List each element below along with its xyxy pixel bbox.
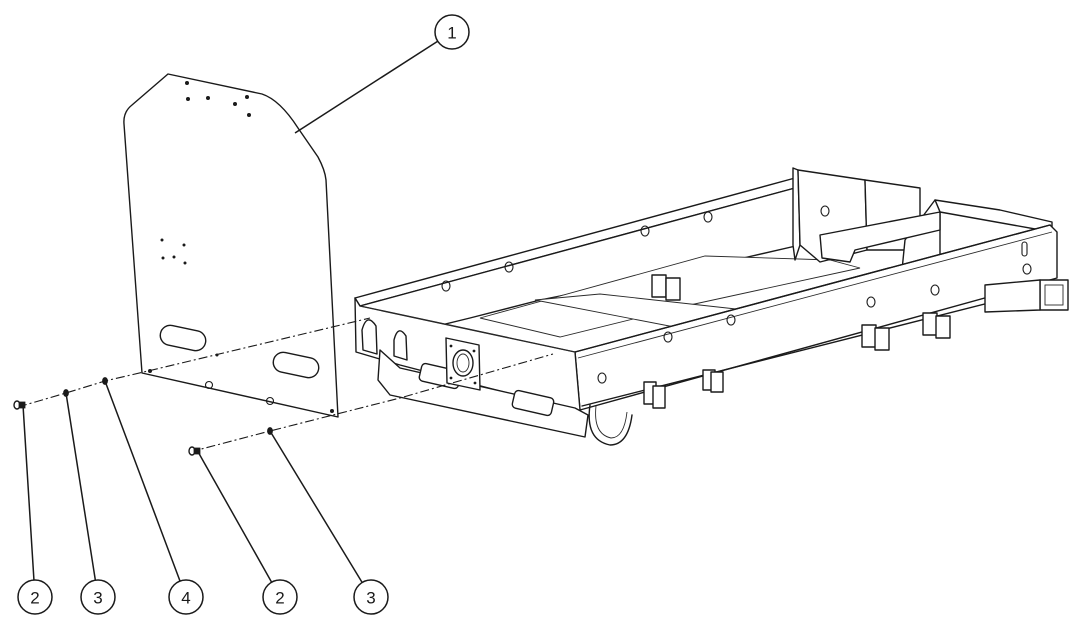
u-bracket [588, 404, 633, 446]
right-end-top [934, 199, 1053, 233]
weld-nut [265, 396, 275, 406]
balloon [17, 579, 53, 615]
rear-plate [123, 73, 339, 418]
balloon-number: 3 [93, 589, 102, 608]
tab [651, 274, 667, 298]
hole [441, 280, 451, 292]
frame-top-edge [574, 224, 1051, 353]
callout-bolt: 2 [17, 404, 53, 615]
slot [1021, 241, 1028, 257]
leader-line [104, 380, 181, 582]
weld-nut [204, 380, 214, 390]
hole [504, 261, 514, 273]
balloon [168, 579, 204, 615]
flange-bore-inner [456, 353, 470, 373]
bearing-flange [445, 337, 481, 391]
hole [663, 331, 673, 343]
hole [703, 211, 713, 223]
callout-washer: 3 [65, 392, 116, 615]
balloon-number: 4 [181, 589, 190, 608]
axis-lower [189, 353, 554, 453]
end-cutout-2 [393, 330, 408, 361]
hole [161, 256, 165, 260]
balloon-number: 2 [275, 589, 284, 608]
end-slot-right [511, 389, 555, 417]
balloon [353, 579, 389, 615]
callouts: 1 2 3 4 2 3 [17, 14, 470, 615]
tab [935, 315, 951, 339]
tube-end-inner [1044, 284, 1064, 306]
bolt-upper [13, 400, 26, 410]
hole [245, 95, 249, 99]
hole [160, 238, 164, 242]
hole [183, 261, 187, 265]
balloon [262, 579, 298, 615]
balloon-number: 2 [30, 589, 39, 608]
balloon [80, 579, 116, 615]
frame-edge-flange [577, 231, 1053, 359]
callout-rear-plate: 1 [294, 14, 470, 134]
tab [922, 312, 938, 336]
leader-line [22, 404, 35, 581]
cross-channel [819, 211, 941, 263]
leader-line [196, 449, 273, 583]
callout-lock-washer: 4 [104, 380, 204, 615]
leader-line [269, 430, 363, 583]
mounting-tabs [643, 274, 951, 409]
hole [172, 255, 176, 259]
hole [640, 225, 650, 237]
end-wall-edge [359, 305, 576, 353]
hole [820, 205, 830, 217]
plate-slot-right [272, 351, 320, 379]
hole [186, 97, 190, 101]
flange-bolt [473, 381, 477, 385]
tube-end-left [984, 279, 1041, 313]
hole [330, 409, 334, 413]
callout-washer: 3 [269, 430, 389, 615]
hole [206, 96, 210, 100]
balloon [434, 14, 470, 50]
u-bracket-inner [595, 405, 628, 439]
leader-line [65, 392, 97, 581]
hole [233, 102, 237, 106]
tab [861, 324, 877, 348]
tab [874, 327, 890, 351]
tab [665, 277, 681, 301]
tab [652, 385, 666, 409]
hole [182, 243, 186, 247]
flange-bore-outer [452, 349, 474, 377]
leader-line [294, 40, 439, 134]
flange-bolt [449, 344, 453, 348]
bolt-shank [18, 401, 26, 409]
hole [1022, 263, 1032, 275]
plate-slot-left [159, 324, 207, 352]
flange-bolt [449, 376, 453, 380]
end-cutout-1 [361, 319, 378, 355]
callout-bolt: 2 [196, 449, 298, 615]
balloon-number: 3 [366, 589, 375, 608]
balloon-number: 1 [447, 24, 456, 43]
chassis-frame [354, 167, 1069, 446]
hole [597, 372, 607, 384]
hole [185, 81, 189, 85]
tab [710, 371, 724, 393]
flange-bolt [472, 349, 476, 353]
frame-holes [441, 205, 1032, 384]
hole [866, 296, 876, 308]
hole [247, 113, 251, 117]
hole [726, 314, 736, 326]
hole [930, 284, 940, 296]
